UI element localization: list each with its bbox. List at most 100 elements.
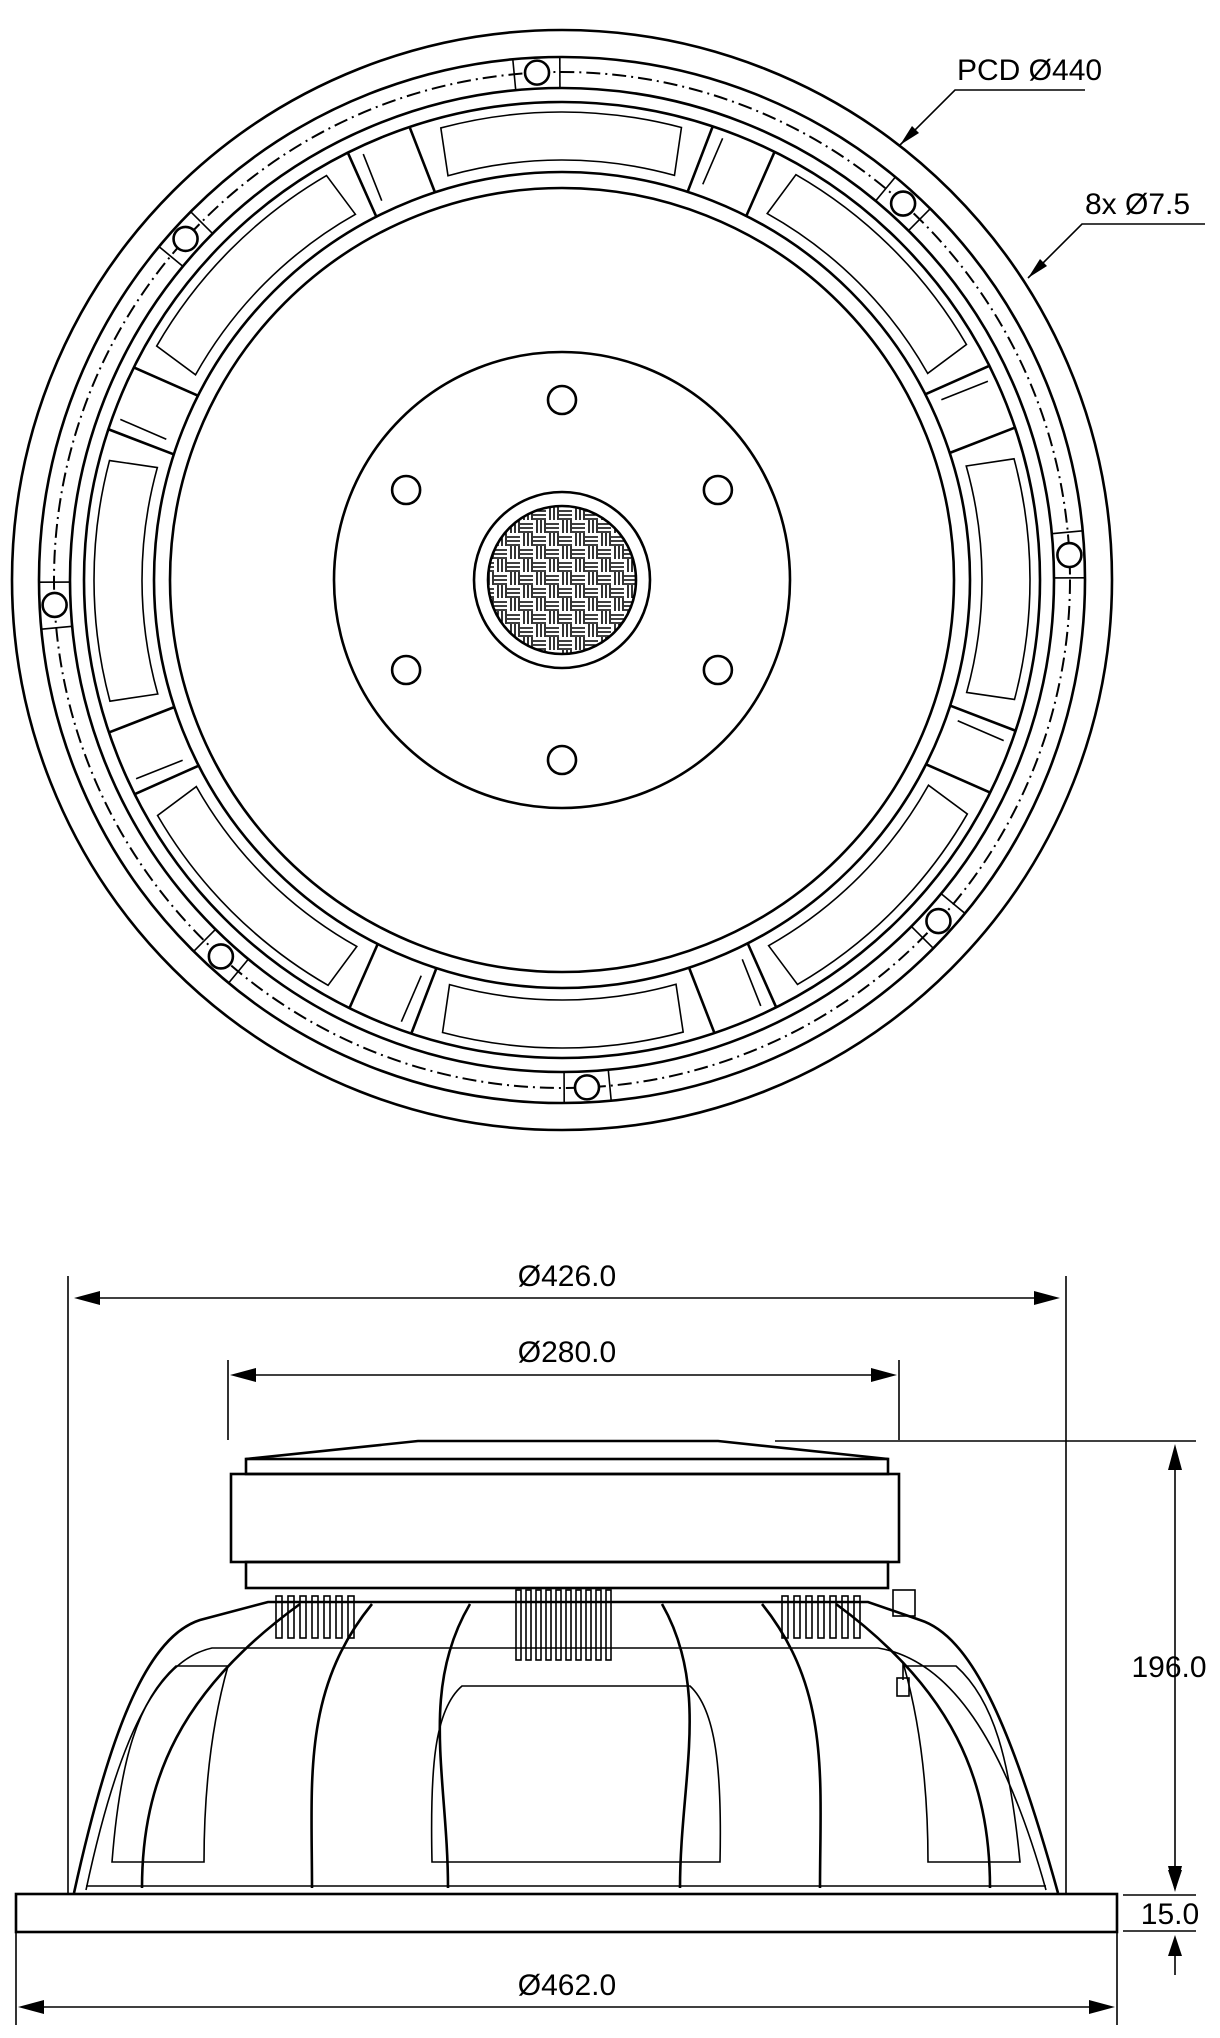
mounting-hole: [925, 907, 952, 935]
cooling-fin: [605, 1589, 612, 1661]
terminal-block: [892, 1589, 916, 1617]
baffle-dimension-arrow-right: [1089, 2000, 1115, 2014]
basket-inner-outline: [85, 1647, 1047, 1891]
spoke-edge: [684, 125, 714, 197]
basket-rib: [310, 1603, 374, 1889]
mounting-hole: [573, 1074, 601, 1101]
basket-window: [439, 111, 683, 177]
spoke-edge: [410, 963, 440, 1035]
hole-boss-edge: [193, 928, 217, 952]
magnet-bolt-hole: [702, 654, 734, 686]
backplate-side: [244, 1560, 890, 1590]
frame-inner-rim: [37, 55, 1087, 1105]
pcd-leader-arrow: [900, 126, 919, 145]
flange-label: 15.0: [1141, 1898, 1199, 1931]
vent-outer-ring: [472, 490, 652, 670]
basket-rib: [835, 1602, 992, 1889]
basket-window: [767, 784, 969, 986]
holes-label: 8x Ø7.5: [1085, 188, 1190, 221]
cooling-fin: [347, 1595, 355, 1639]
magnet-diameter-label: Ø280.0: [518, 1336, 616, 1369]
pcd-leader-line: [899, 89, 1085, 146]
mounting-hole: [889, 190, 917, 217]
basket-window: [156, 785, 358, 987]
cooling-fin: [311, 1595, 319, 1639]
cooling-fin: [585, 1589, 592, 1661]
spoke-edge: [744, 939, 778, 1008]
mounting-hole: [41, 591, 68, 619]
magnet-bolt-hole: [546, 384, 578, 416]
cooling-fin: [515, 1589, 522, 1661]
cooling-fin: [299, 1595, 307, 1639]
spoke-edge: [921, 364, 990, 398]
hole-boss-edge: [190, 211, 214, 235]
spoke-edge: [921, 761, 991, 794]
magnet-top-rim: [244, 1457, 890, 1476]
cooling-fin: [525, 1589, 532, 1661]
spoke-rib: [741, 959, 762, 1007]
mounting-hole: [1056, 541, 1083, 569]
spoke-rib: [702, 137, 724, 185]
cooling-fin: [275, 1595, 283, 1639]
basket-rib: [438, 1603, 472, 1889]
outer-diameter-label: Ø426.0: [518, 1260, 616, 1293]
mounting-flange: [14, 1892, 1119, 1934]
depth-label: 196.0: [1131, 1651, 1206, 1684]
pcd-label: PCD Ø440: [957, 54, 1102, 87]
spoke-rib: [135, 759, 183, 780]
pcd-circle: [53, 71, 1071, 1089]
basket-window: [965, 457, 1031, 701]
hole-boss-edge: [158, 245, 184, 267]
magnet-bolt-hole: [702, 474, 734, 506]
cooling-fin: [575, 1589, 582, 1661]
vent-mesh: [486, 504, 638, 656]
spoke-edge: [346, 152, 380, 221]
hole-boss-edge: [1051, 530, 1083, 535]
magnet-cap: [245, 1439, 889, 1461]
flange-arrow-bottom: [1168, 1935, 1182, 1956]
spoke-rib: [400, 975, 422, 1023]
mounting-hole: [207, 943, 235, 970]
basket-outline: [72, 1600, 1060, 1894]
window-center: [430, 1685, 722, 1863]
magnet-bolt-hole: [390, 474, 422, 506]
cooling-fin: [805, 1595, 813, 1639]
cooling-fin: [793, 1595, 801, 1639]
spoke-rib: [957, 720, 1005, 742]
top-view: PCD Ø440 8x Ø7.5: [10, 28, 1205, 1132]
basket-spokes: [93, 111, 1031, 1049]
spoke-rib: [941, 380, 989, 401]
cooling-fin: [853, 1595, 861, 1639]
cooling-fins: [275, 1589, 861, 1661]
depth-dimension-arrow-top: [1168, 1444, 1182, 1470]
cooling-fin: [565, 1589, 572, 1661]
outer-dimension-arrow-left: [74, 1291, 100, 1305]
basket-window: [93, 459, 159, 703]
spoke-edge: [743, 151, 776, 221]
hole-boss-edge: [41, 625, 73, 630]
baffle-dimension-arrow-left: [18, 2000, 44, 2014]
holes-leader-line: [1027, 223, 1205, 279]
cooling-fin: [545, 1589, 552, 1661]
hole-boss-edge: [940, 893, 966, 915]
cooling-fin: [323, 1595, 331, 1639]
basket-rib: [660, 1603, 691, 1889]
basket-ring-inner: [82, 100, 1042, 1060]
hole-boss-edge: [910, 925, 934, 949]
cooling-fin: [555, 1589, 562, 1661]
cooling-fin: [335, 1595, 343, 1639]
magnet-body: [229, 1472, 901, 1564]
basket-rib: [140, 1602, 301, 1889]
magnet-bolt-hole: [546, 744, 578, 776]
basket-window: [766, 173, 968, 375]
basket-window: [155, 174, 357, 376]
spoke-edge: [348, 939, 381, 1009]
magnet-top-plate: [168, 186, 956, 974]
cooling-fin: [817, 1595, 825, 1639]
spoke-edge: [108, 704, 179, 734]
baffle-diameter-label: Ø462.0: [518, 1969, 616, 2002]
backplate: [332, 350, 792, 810]
magnet-bolt-hole: [390, 654, 422, 686]
magnet-dimension-arrow-right: [871, 1368, 897, 1382]
